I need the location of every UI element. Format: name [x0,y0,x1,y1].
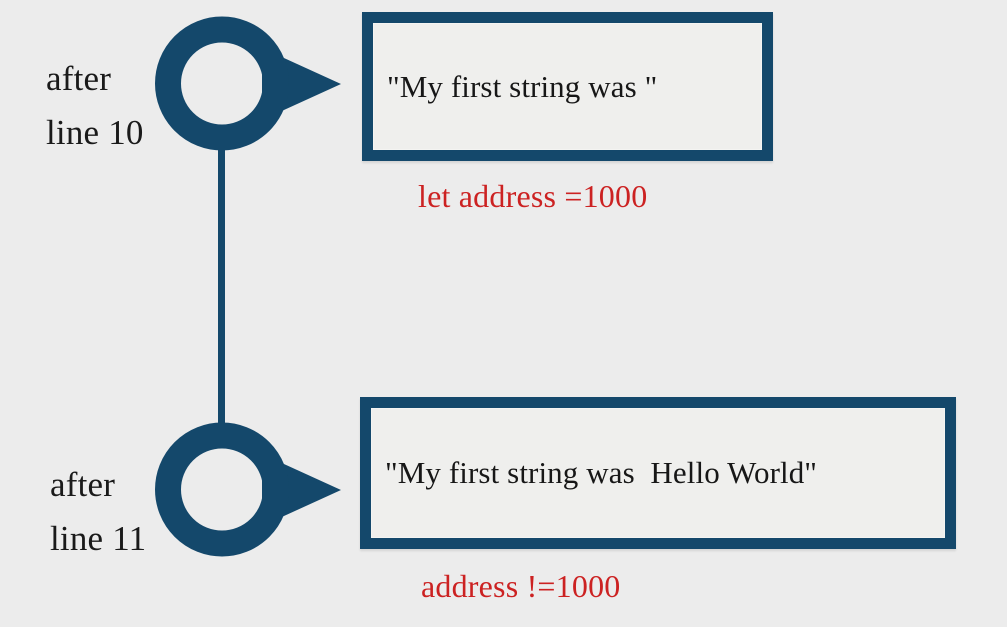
ring-node-icon-step-1[interactable] [155,16,341,151]
ring-node-icon-step-2[interactable] [155,422,341,557]
value-box-step-1: "My first string was " [362,12,773,161]
step-label-line-2: line 11 [50,519,147,559]
ring-node-circle-step-1 [155,16,289,151]
annotation-let-address-1000: let address =1000 [418,178,648,214]
step-label-line-1: after [50,465,116,504]
value-box-step-2: "My first string was Hello World" [360,397,956,549]
ring-node-circle-step-2 [155,422,289,557]
step-label-line-2: line 10 [46,113,144,153]
step-label-after-line-10: after line 10 [46,52,144,161]
value-box-text-step-2: "My first string was Hello World" [385,455,818,490]
step-label-line-1: after [46,59,112,98]
step-label-after-line-11: after line 11 [50,458,146,567]
annotation-address-not-equal-1000: address !=1000 [421,568,621,604]
value-box-text-step-1: "My first string was " [387,68,658,104]
